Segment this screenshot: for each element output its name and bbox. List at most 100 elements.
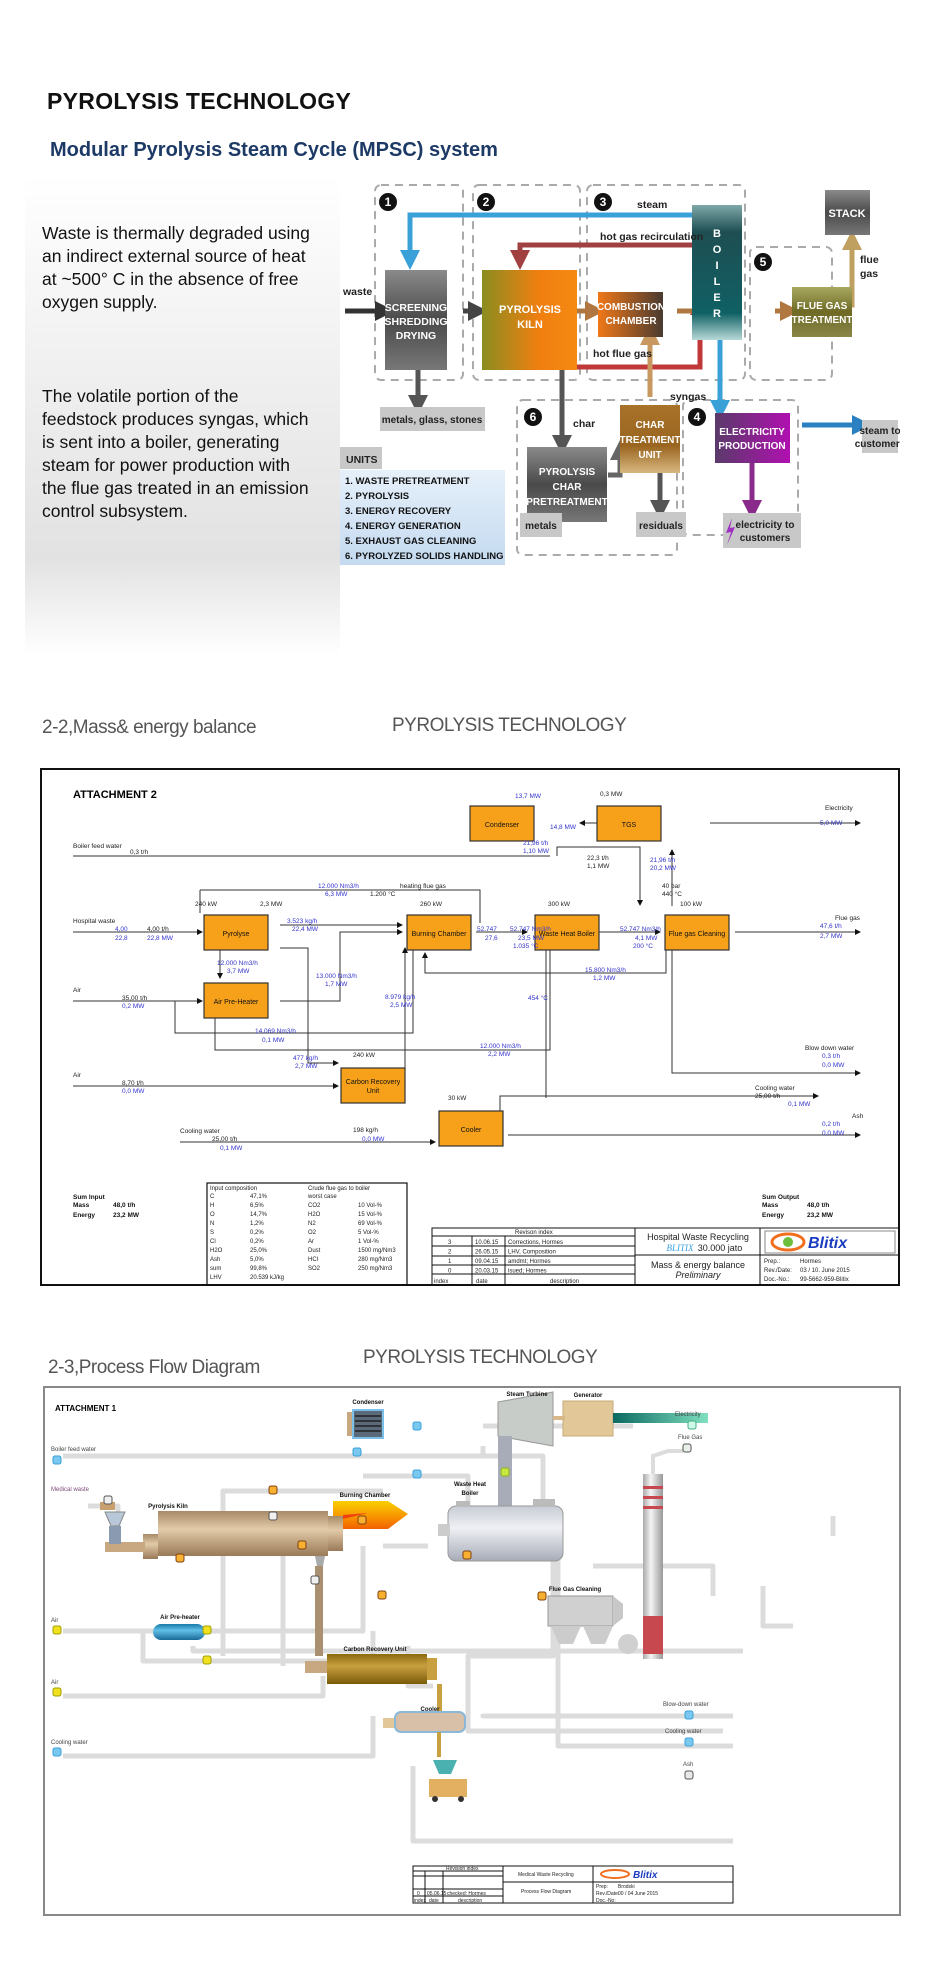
svg-text:03 / 10. June 2015: 03 / 10. June 2015 bbox=[800, 1268, 850, 1274]
label-waste: waste bbox=[342, 286, 372, 298]
pfd-blitix-logo: Blitix bbox=[600, 1869, 658, 1881]
svg-text:PRODUCTION: PRODUCTION bbox=[718, 441, 785, 452]
svg-text:Blitix: Blitix bbox=[808, 1235, 848, 1252]
svg-text:KILN: KILN bbox=[517, 319, 543, 331]
svg-text:PYROLYSIS: PYROLYSIS bbox=[499, 304, 561, 316]
svg-text:checked: Hormes: checked: Hormes bbox=[447, 1891, 486, 1897]
svg-text:27,6: 27,6 bbox=[485, 935, 498, 942]
ash-wagon-icon bbox=[429, 1760, 467, 1802]
label-flue: flue bbox=[860, 254, 879, 266]
svg-text:Boiler: Boiler bbox=[461, 1491, 479, 1497]
svg-text:0,0 MW: 0,0 MW bbox=[122, 1088, 145, 1095]
svg-text:240 kW: 240 kW bbox=[195, 901, 218, 908]
composition-value: 20.539 kJ/kg bbox=[250, 1275, 284, 1281]
svg-text:UNIT: UNIT bbox=[638, 450, 661, 461]
units-legend: 1. WASTE PRETREATMENT 2. PYROLYSIS 3. EN… bbox=[345, 476, 504, 562]
svg-text:SHREDDING: SHREDDING bbox=[384, 316, 447, 328]
revision-index: 3 bbox=[448, 1240, 452, 1246]
svg-text:6. PYROLYZED SOLIDS HANDLING: 6. PYROLYZED SOLIDS HANDLING bbox=[345, 551, 504, 562]
svg-text:13.000 Nm3/h: 13.000 Nm3/h bbox=[316, 973, 357, 980]
svg-text:index: index bbox=[414, 1898, 426, 1904]
combustion-chamber-block: COMBUSTION CHAMBER bbox=[597, 292, 665, 337]
air-preheater-equipment bbox=[153, 1624, 205, 1640]
svg-text:Blow-down water: Blow-down water bbox=[663, 1702, 709, 1708]
svg-text:477 kg/h: 477 kg/h bbox=[293, 1055, 318, 1062]
svg-text:22,3 t/h: 22,3 t/h bbox=[587, 855, 609, 862]
svg-text:1.035 °C: 1.035 °C bbox=[513, 942, 539, 950]
svg-text:25,00 t/h: 25,00 t/h bbox=[212, 1136, 238, 1143]
svg-text:BLITIX: BLITIX bbox=[667, 1243, 695, 1253]
svg-text:30.000 jato: 30.000 jato bbox=[698, 1243, 743, 1253]
svg-text:L: L bbox=[714, 276, 721, 288]
svg-text:Air Pre-heater: Air Pre-heater bbox=[160, 1615, 200, 1621]
svg-text:100 kW: 100 kW bbox=[680, 901, 703, 908]
svg-text:4,00 t/h: 4,00 t/h bbox=[147, 926, 169, 933]
pyrolysis-kiln-block: PYROLYSIS KILN bbox=[482, 270, 577, 370]
composition-element: S bbox=[210, 1230, 214, 1236]
label-char: char bbox=[573, 418, 595, 430]
flue-gas-component: Ar bbox=[308, 1239, 314, 1245]
svg-text:Cooling water: Cooling water bbox=[665, 1729, 702, 1735]
svg-text:0,1 MW: 0,1 MW bbox=[262, 1037, 285, 1044]
revision-date: 10.06.15 bbox=[475, 1240, 499, 1246]
svg-text:0,2 t/h: 0,2 t/h bbox=[822, 1121, 840, 1128]
svg-text:00 / 04 June 2015: 00 / 04 June 2015 bbox=[618, 1891, 658, 1897]
revision-description: amdmt; Hormes bbox=[508, 1259, 551, 1265]
svg-text:440 °C: 440 °C bbox=[662, 890, 682, 898]
composition-value: 47,1% bbox=[250, 1194, 268, 1200]
boiler-block: B O I L E R bbox=[692, 205, 742, 340]
svg-text:0,1 MW: 0,1 MW bbox=[220, 1145, 243, 1152]
flue-gas-component: HCl bbox=[308, 1257, 318, 1263]
section-2-tech: PYROLYSIS TECHNOLOGY bbox=[392, 715, 627, 736]
tgs-unit bbox=[596, 805, 662, 842]
screening-block: SCREENING SHREDDING DRYING bbox=[384, 270, 448, 370]
revision-index: 1 bbox=[448, 1259, 452, 1265]
carbon-recovery-unit bbox=[340, 1067, 406, 1104]
svg-text:Electricity: Electricity bbox=[825, 805, 854, 812]
svg-text:Medical waste: Medical waste bbox=[51, 1487, 90, 1493]
svg-text:Medical Waste Recycling: Medical Waste Recycling bbox=[518, 1872, 574, 1878]
svg-text:heating flue gas: heating flue gas bbox=[400, 883, 447, 890]
svg-text:14,8 MW: 14,8 MW bbox=[550, 824, 577, 831]
svg-text:Cooler: Cooler bbox=[420, 1707, 440, 1713]
zone-6-number: 6 bbox=[530, 410, 537, 424]
svg-text:0,3 MW: 0,3 MW bbox=[600, 791, 623, 798]
output-customers: customers bbox=[855, 439, 900, 450]
svg-text:Rev./Date:: Rev./Date: bbox=[764, 1268, 792, 1274]
composition-value: 99,8% bbox=[250, 1266, 268, 1272]
svg-text:Boiler feed water: Boiler feed water bbox=[73, 843, 123, 850]
svg-text:52.747: 52.747 bbox=[477, 926, 497, 933]
waste-heat-boiler-equipment bbox=[438, 1499, 564, 1562]
svg-text:05.06.15: 05.06.15 bbox=[427, 1891, 447, 1897]
flue-gas-component: Dust bbox=[308, 1248, 321, 1254]
worst-case-label: worst case bbox=[307, 1194, 337, 1200]
composition-value: 1,2% bbox=[250, 1221, 264, 1227]
composition-value: 25,0% bbox=[250, 1248, 268, 1254]
svg-text:13,7 MW: 13,7 MW bbox=[515, 793, 542, 800]
svg-text:0: 0 bbox=[417, 1891, 420, 1897]
svg-text:Process Flow Diagram: Process Flow Diagram bbox=[521, 1889, 571, 1895]
flue-gas-cleaning-equipment bbox=[547, 1595, 638, 1654]
svg-text:SCREENING: SCREENING bbox=[385, 302, 447, 314]
svg-text:Cooling water: Cooling water bbox=[51, 1740, 88, 1746]
output-electricity-customers: customers bbox=[740, 533, 791, 544]
title-block bbox=[431, 1227, 900, 1286]
svg-text:Sum Output: Sum Output bbox=[762, 1194, 800, 1201]
flue-gas-component: H2O bbox=[308, 1212, 321, 1218]
svg-text:8,70 t/h: 8,70 t/h bbox=[122, 1080, 144, 1087]
revision-title: Revison index bbox=[515, 1230, 553, 1236]
svg-text:1,1 MW: 1,1 MW bbox=[587, 863, 610, 870]
svg-text:454 °C: 454 °C bbox=[528, 994, 548, 1002]
carbon-recovery-equipment bbox=[305, 1654, 442, 1714]
composition-value: 5,0% bbox=[250, 1257, 264, 1263]
composition-value: 6,5% bbox=[250, 1203, 264, 1209]
svg-text:Burning Chamber: Burning Chamber bbox=[340, 1493, 391, 1499]
svg-text:I: I bbox=[715, 260, 718, 272]
svg-text:1. WASTE PRETREATMENT: 1. WASTE PRETREATMENT bbox=[345, 476, 470, 487]
svg-text:4,1 MW: 4,1 MW bbox=[635, 935, 658, 942]
revision-date: 09.04.15 bbox=[475, 1259, 499, 1265]
steam-pipe bbox=[498, 1436, 512, 1526]
svg-text:R: R bbox=[713, 308, 721, 320]
svg-text:Energy: Energy bbox=[73, 1212, 95, 1219]
svg-text:CHAMBER: CHAMBER bbox=[605, 316, 657, 327]
